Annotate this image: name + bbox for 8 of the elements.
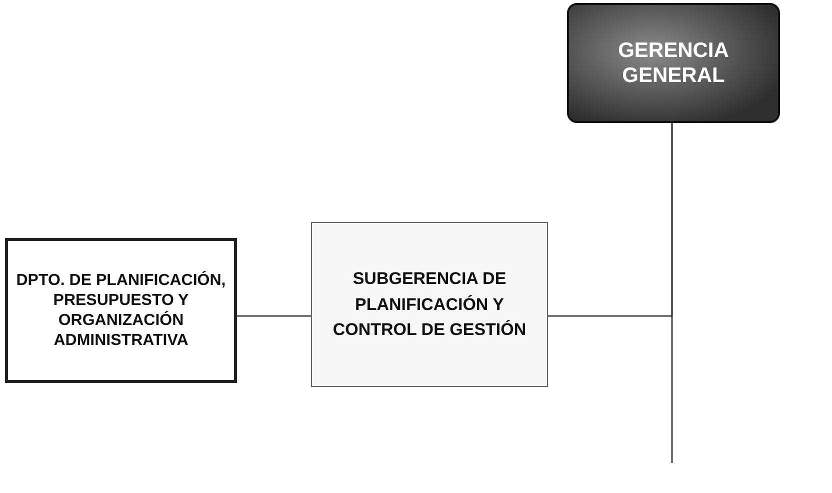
title-box <box>567 3 780 123</box>
department-box <box>311 222 548 387</box>
box-label: SUBGERENCIA DE PLANIFICACIÓN Y CONTROL DE GESTIÓN <box>332 268 528 342</box>
department-box <box>5 238 237 383</box>
box-label: GERENCIA GENERAL <box>617 38 730 88</box>
connector-line <box>237 315 311 317</box>
connector-line <box>671 123 673 463</box>
box-label: DPTO. DE PLANIFICACIÓN, PRESUPUESTO Y ORGANIZACIÓN ADMINISTRATIVA <box>16 270 226 350</box>
